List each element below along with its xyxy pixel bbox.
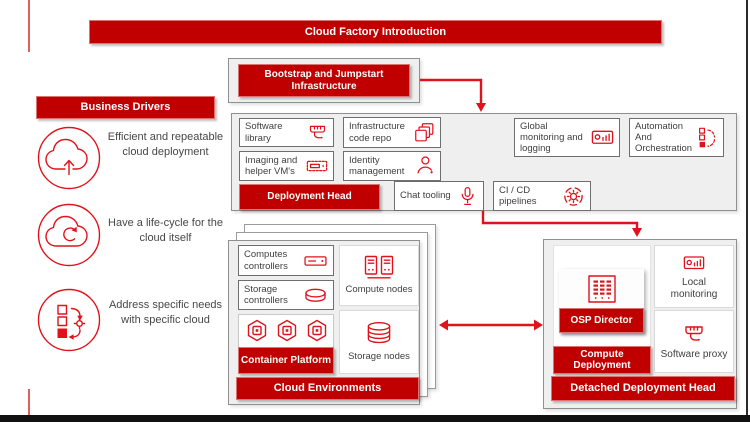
software-proxy-icon [682,322,706,346]
arrow-bootstrap-to-deployment [420,78,483,104]
box-label: Storage nodes [348,351,410,363]
box-label: Software proxy [660,349,728,361]
box-label: Global monitoring and logging [520,120,583,155]
osp-director-banner: OSP Director [559,308,644,333]
page-title: Cloud Factory Introduction [89,20,662,44]
disk-icon [303,285,328,306]
detached-head-label: Detached Deployment Head [570,382,716,395]
deployment-head-banner: Deployment Head [239,184,380,210]
container-platform-label: Container Platform [240,354,331,366]
page-title-label: Cloud Factory Introduction [304,25,447,38]
business-drivers-banner: Business Drivers [36,96,215,119]
imaging-vm-icon [306,155,328,177]
detached-head-container: OSP Director Compute Deployment Local mo… [543,239,737,409]
driver-text-3: Address specific needs with specific clo… [108,299,223,326]
cloud-box-storage-nodes: Storage nodes [339,310,419,374]
container-platform-panel: Container Platform [238,314,334,374]
deployment-box-global-monitoring: Global monitoring and logging [514,118,620,157]
monitoring-icon [591,126,614,149]
driver-text-2: Have a life-cycle for the cloud itself [108,217,223,244]
compute-nodes-icon [362,255,396,281]
automation-icon [697,127,718,148]
arrowhead-down-2 [632,228,642,237]
footer-bar [0,415,750,422]
cloud-lifecycle-icon [36,202,102,268]
compute-deployment-banner: Compute Deployment [553,346,651,374]
deployment-box-code-repo: Infrastructure code repo [343,117,441,148]
box-label: Identity management [349,154,405,177]
deployment-box-cicd: CI / CD pipelines [493,181,591,211]
box-label: CI / CD pipelines [499,184,537,207]
identity-icon [413,155,435,177]
cloud-box-computes-controllers: Computes controllers [238,245,334,276]
bootstrap-banner: Bootstrap and Jumpstart Infrastructure [238,64,410,97]
microphone-icon [457,186,478,207]
deployment-box-automation: Automation And Orchestration [629,118,724,157]
box-label: Compute nodes [345,284,413,296]
deployment-head-container: Software library Infrastructure code rep… [231,113,737,211]
container-platform-banner: Container Platform [238,347,334,374]
arrow-deployment-to-detached [481,211,639,229]
deployment-box-identity: Identity management [343,151,441,181]
cloud-box-compute-nodes: Compute nodes [339,245,419,306]
deployment-box-software-library: Software library [239,118,334,147]
detached-box-local-monitoring: Local monitoring [654,245,734,308]
box-label: Imaging and helper VM's [245,154,298,177]
bootstrap-label: Bootstrap and Jumpstart Infrastructure [264,69,384,92]
osp-director-label: OSP Director [570,314,633,326]
specific-cloud-icon [36,287,102,353]
code-repo-icon [414,122,435,143]
cloud-environments-banner: Cloud Environments [236,377,419,400]
left-accent-line-bottom [28,389,30,415]
box-label: Chat tooling [400,190,451,202]
box-label: Automation And Orchestration [635,120,693,155]
deployment-head-label: Deployment Head [267,191,352,203]
hexagon-containers-icon [239,318,335,344]
deployment-box-imaging-vms: Imaging and helper VM's [239,151,334,181]
box-label: Software library [245,121,283,144]
detached-head-banner: Detached Deployment Head [551,376,735,401]
arrowhead-right [534,319,543,331]
cicd-gear-icon [562,185,585,208]
monitoring-icon [681,252,707,274]
cloud-environments-container: Computes controllers Storage controllers [228,240,420,405]
box-label: Computes controllers [244,249,288,272]
business-drivers-label: Business Drivers [80,101,171,114]
storage-stack-icon [364,321,394,348]
cloud-box-storage-controllers: Storage controllers [238,280,334,310]
deployment-box-chat-tooling: Chat tooling [394,181,484,211]
driver-text-1: Efficient and repeatable cloud deploymen… [107,131,224,158]
box-label: Local monitoring [670,277,718,300]
right-border-line [746,0,748,415]
arrowhead-left [439,319,448,331]
server-icon [303,251,328,271]
software-library-icon [307,122,328,143]
compute-deployment-label: Compute Deployment [573,348,631,372]
detached-box-software-proxy: Software proxy [654,310,734,373]
box-label: Storage controllers [244,283,288,306]
osp-director-panel: OSP Director [559,269,644,333]
box-label: Infrastructure code repo [349,121,405,144]
grid-table-icon [559,271,644,306]
bootstrap-container: Bootstrap and Jumpstart Infrastructure [228,58,420,103]
cloud-upload-icon [36,125,102,191]
left-accent-line-top [28,0,30,52]
cloud-environments-label: Cloud Environments [273,382,382,395]
arrowhead-down-1 [476,103,486,112]
